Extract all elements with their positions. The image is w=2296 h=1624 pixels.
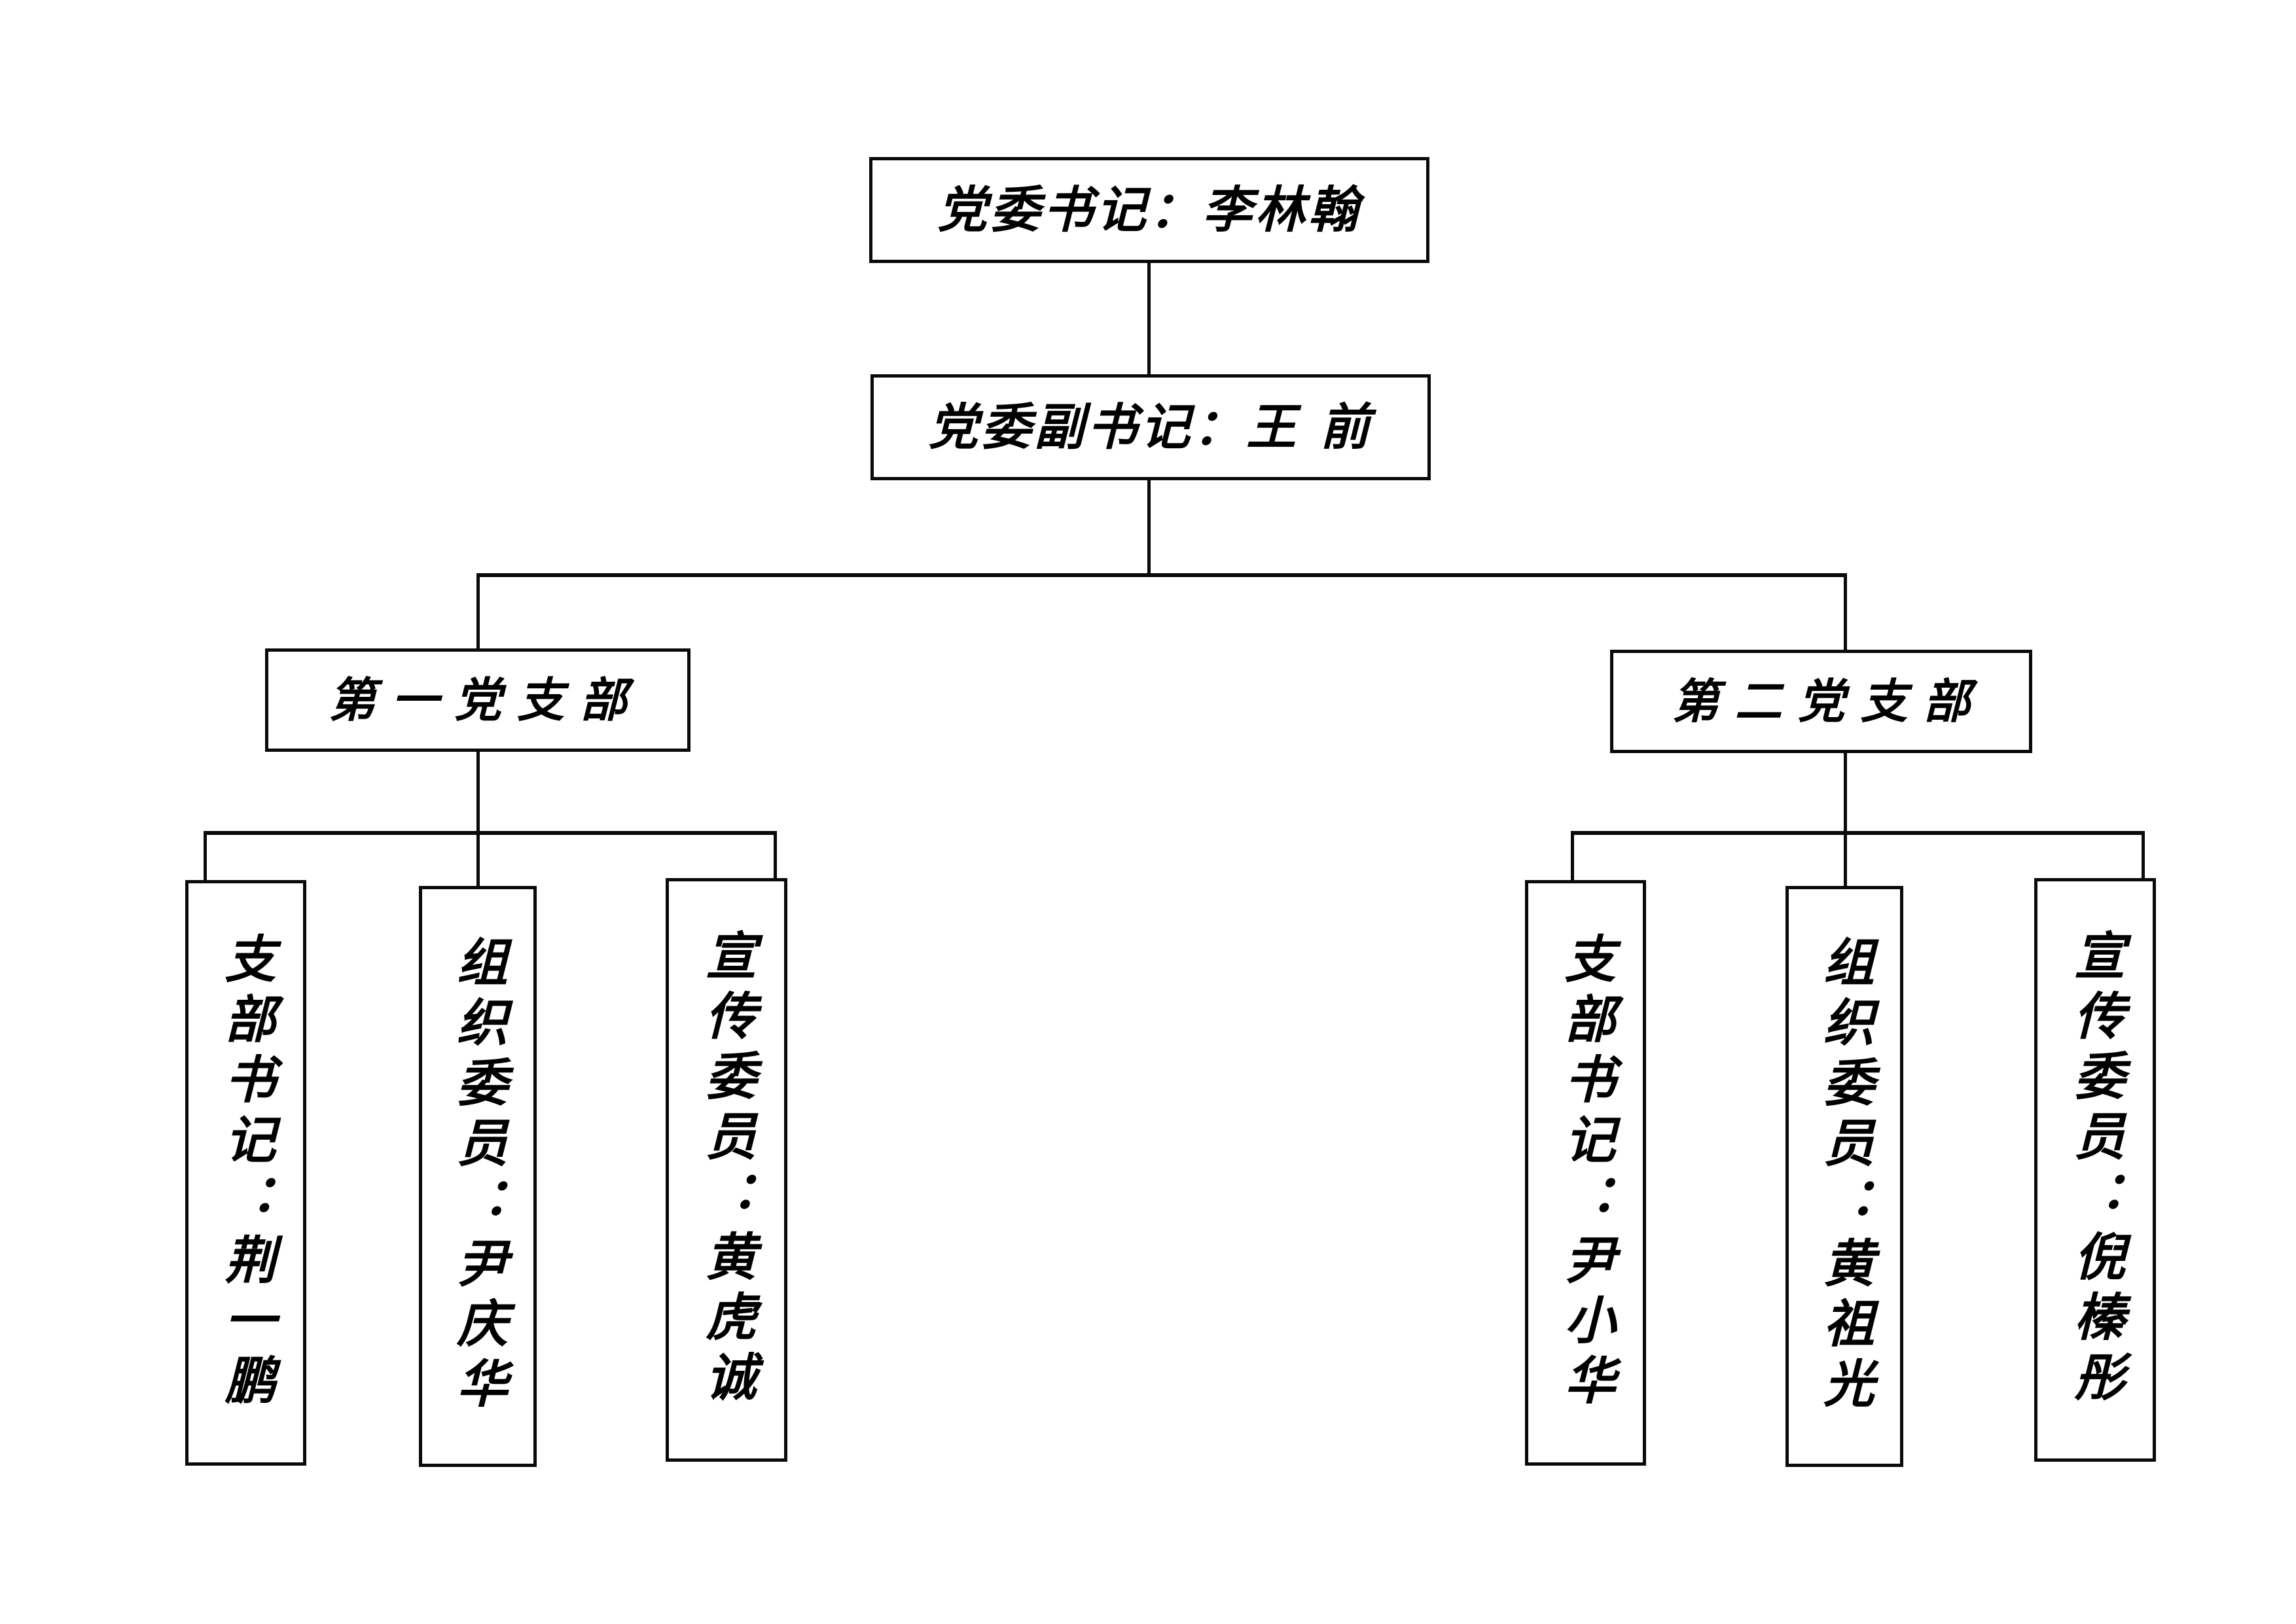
node-party-secretary-label: 党委书记：李林翰: [937, 181, 1361, 239]
node-branch-one-member-2-label: 组织委员：尹庆华: [448, 936, 508, 1417]
node-deputy-secretary[interactable]: 党委副书记：王 前: [870, 374, 1431, 480]
node-branch-one-member-1[interactable]: 支部书记：荆一鹏: [185, 880, 306, 1466]
node-branch-two-member-1[interactable]: 支部书记：尹小华: [1525, 880, 1646, 1466]
connector-bus-to-branch-two: [1844, 573, 1847, 650]
node-branch-one-member-3-label: 宣传委员：黄虎诚: [696, 929, 757, 1411]
node-branch-two-member-1-label: 支部书记：尹小华: [1556, 932, 1616, 1414]
connector-branch-one-to-member-1: [204, 831, 207, 881]
connector-branches-bus: [476, 573, 1847, 577]
node-party-secretary[interactable]: 党委书记：李林翰: [869, 157, 1429, 263]
connector-branch-two-bus: [1571, 831, 2144, 835]
connector-branch-two-to-member-3: [2142, 831, 2145, 879]
node-branch-two[interactable]: 第二党支部: [1610, 650, 2032, 753]
node-branch-one-member-3[interactable]: 宣传委员：黄虎诚: [666, 878, 787, 1462]
node-branch-two-member-2[interactable]: 组织委员：黄祖光: [1785, 886, 1903, 1467]
node-branch-two-member-3-label: 宣传委员：倪榛彤: [2065, 929, 2125, 1411]
connector-branch-one-to-member-2: [476, 831, 480, 887]
connector-branch-two-to-member-1: [1571, 831, 1574, 881]
node-branch-one[interactable]: 第一党支部: [265, 648, 691, 752]
node-branch-one-member-1-label: 支部书记：荆一鹏: [216, 932, 276, 1414]
connector-deputy-to-branches-stem: [1147, 480, 1151, 576]
connector-branch-two-to-member-2: [1844, 831, 1847, 887]
node-branch-two-label: 第二党支部: [1672, 673, 1986, 729]
connector-branch-two-stem: [1844, 753, 1847, 833]
node-branch-one-member-2[interactable]: 组织委员：尹庆华: [419, 886, 537, 1467]
connector-branch-one-bus: [204, 831, 777, 835]
connector-secretary-to-deputy: [1147, 262, 1151, 376]
connector-bus-to-branch-one: [476, 573, 480, 650]
node-branch-one-label: 第一党支部: [328, 672, 643, 728]
node-branch-two-member-2-label: 组织委员：黄祖光: [1814, 936, 1874, 1417]
node-branch-two-member-3[interactable]: 宣传委员：倪榛彤: [2034, 878, 2156, 1462]
connector-branch-one-to-member-3: [774, 831, 777, 879]
node-deputy-secretary-label: 党委副书记：王 前: [928, 398, 1373, 456]
connector-branch-one-stem: [476, 752, 480, 833]
